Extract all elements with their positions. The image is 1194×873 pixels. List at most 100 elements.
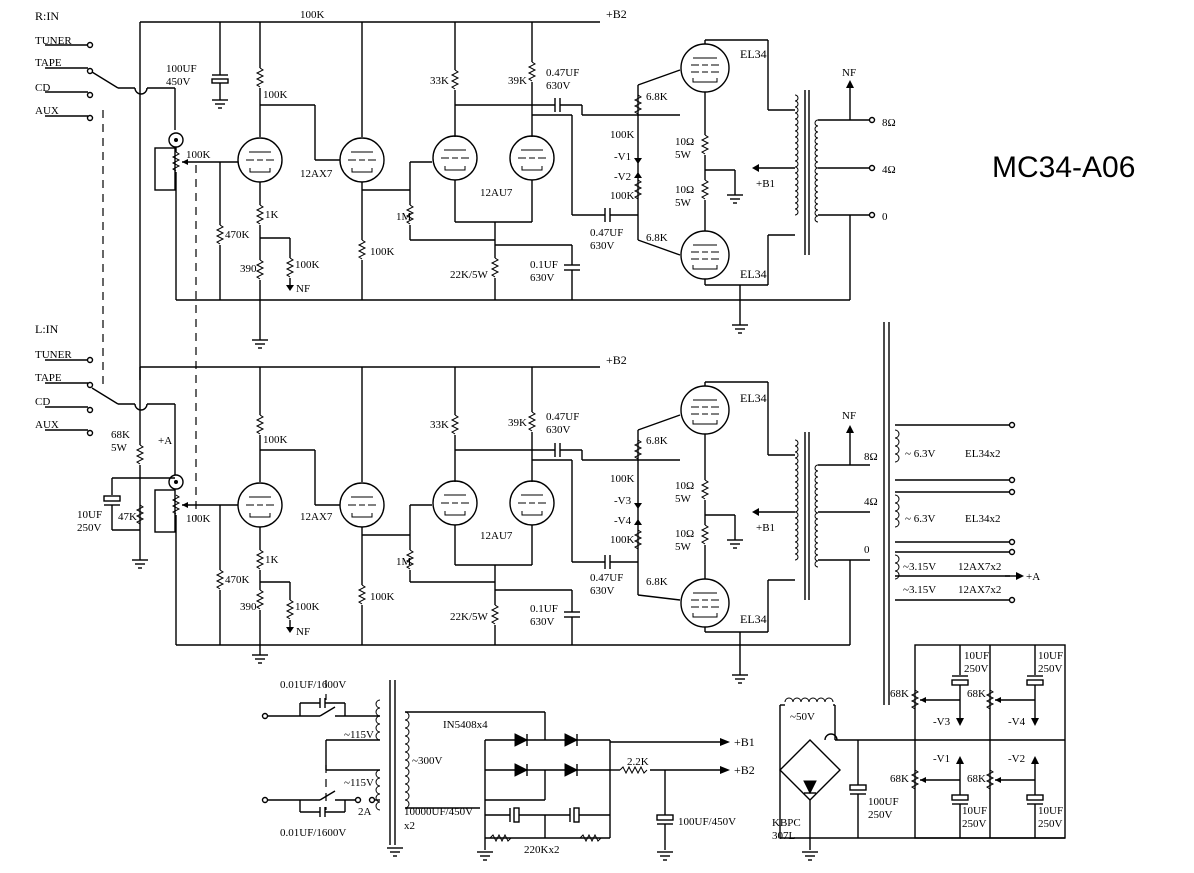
a-rail-label-input: +A <box>158 435 172 447</box>
tube-12ax7-bottom: 12AX7 <box>300 511 333 523</box>
heater-2-volt: ~ 6.3V <box>905 513 935 525</box>
bias-pot-1-label: 68K <box>890 688 909 700</box>
tap-8-top: 8Ω <box>882 117 896 129</box>
c-decouple-label: 10UF <box>77 509 102 521</box>
r-22k-label: 2.2K <box>627 756 649 768</box>
input-tape-label: TAPE <box>35 57 62 69</box>
c-tail-label: 0.1UF <box>530 259 558 271</box>
input-tuner-label-l: TUNER <box>35 349 72 361</box>
b2-rail-label-psu: +B2 <box>734 763 755 777</box>
r-kathode-a-label: 10Ω <box>675 136 694 148</box>
c-decouple-voltage: 250V <box>77 522 102 534</box>
r-plate1-label: 100K <box>263 89 288 101</box>
b2-rail-label-bottom: +B2 <box>606 353 627 367</box>
schematic-title: MC34-A06 <box>992 151 1135 184</box>
v2-label: -V2 <box>614 171 631 183</box>
bridge-rectifier-model: 307L <box>772 830 796 842</box>
secondary-hv-label: ~300V <box>412 755 442 767</box>
jack-icon <box>86 67 94 75</box>
bias-out-v4-label: -V4 <box>1008 716 1026 728</box>
r-tail-label: 22K/5W <box>450 269 489 281</box>
r-plate1-label-l: 100K <box>263 434 288 446</box>
nf-label-top: NF <box>296 283 310 295</box>
nf-label-bottom-out: NF <box>842 410 856 422</box>
r-kathode-a-watt-l: 5W <box>675 493 692 505</box>
r-bias2-label: 100K <box>610 190 635 202</box>
r-bias2-label-l: 100K <box>610 534 635 546</box>
r-bleeder-label: 220Kx2 <box>524 844 559 856</box>
r-kathode-a-watt: 5W <box>675 149 692 161</box>
r-grid2-label: 1M <box>396 211 412 223</box>
jack-icon <box>86 114 94 122</box>
r-grid-label-l: 470K <box>225 574 250 586</box>
tap-0-top: 0 <box>882 211 888 223</box>
r-kathode-b-label-l: 10Ω <box>675 528 694 540</box>
input-aux-label: AUX <box>35 105 59 117</box>
c-tail-voltage: 630V <box>530 272 555 284</box>
tube-12au7-top: 12AU7 <box>480 187 513 199</box>
bias-cap-4-voltage: 250V <box>1038 818 1063 830</box>
c-couple2-label: 0.47UF <box>590 227 623 239</box>
v3-label: -V3 <box>614 495 632 507</box>
r-input-selector <box>45 41 176 130</box>
bridge-rectifier-label: KBPC <box>772 817 801 829</box>
c-snubber-top-label: 0.01UF/1600V <box>280 679 346 691</box>
bias-pot-4-label: 68K <box>967 773 986 785</box>
v1-label: -V1 <box>614 151 631 163</box>
left-channel <box>45 322 1016 705</box>
r-nf-label-l: 100K <box>295 601 320 613</box>
r-47k-label: 47K <box>118 511 137 523</box>
r-grid-label: 470K <box>225 229 250 241</box>
tube-12ax7-top: 12AX7 <box>300 168 333 180</box>
tube-el34-bottom-2: EL34 <box>740 612 767 626</box>
b1-rail-label-psu: +B1 <box>734 735 755 749</box>
r-grid2-label-l: 1M <box>396 556 412 568</box>
bias-secondary-label: ~50V <box>790 711 815 723</box>
bias-power-supply <box>779 644 1066 861</box>
r-bias1-label: 100K <box>610 129 635 141</box>
c-couple1-voltage-l: 630V <box>546 424 571 436</box>
input-cd-label-l: CD <box>35 396 50 408</box>
heater-4-load: 12AX7x2 <box>958 584 1001 596</box>
c-bias-main-voltage: 250V <box>868 809 893 821</box>
volume-pot-label-l: 100K <box>186 513 211 525</box>
r-cathode1-label-l: 1K <box>265 554 279 566</box>
bias-out-v1-label: -V1 <box>933 753 950 765</box>
tube-el34-bottom-1: EL34 <box>740 391 767 405</box>
v4-label: -V4 <box>614 515 632 527</box>
input-aux-label-l: AUX <box>35 419 59 431</box>
input-cd-label: CD <box>35 82 50 94</box>
b1-rail-label-bottom: +B1 <box>756 522 775 534</box>
bias-pot-2-label: 68K <box>967 688 986 700</box>
c-tail-label-l: 0.1UF <box>530 603 558 615</box>
r-cathode2-label-l: 390 <box>240 601 257 613</box>
c-input-label: 100UF <box>166 63 197 75</box>
nf-label-bottom: NF <box>296 626 310 638</box>
c-snubber-bottom-label: 0.01UF/1600V <box>280 827 346 839</box>
bias-cap-3-voltage: 250V <box>962 818 987 830</box>
r-anode2-label: 39K <box>508 75 527 87</box>
input-tuner-label: TUNER <box>35 35 72 47</box>
r-anode2-label-l: 39K <box>508 417 527 429</box>
r-cathode3-label: 100K <box>370 246 395 258</box>
r-kathode-b-watt: 5W <box>675 197 692 209</box>
l-input-label: L:IN <box>35 322 59 336</box>
c-tail-voltage-l: 630V <box>530 616 555 628</box>
volume-pot-label: 100K <box>186 149 211 161</box>
heater-3-load: 12AX7x2 <box>958 561 1001 573</box>
primary-1-label: ~115V <box>344 729 374 741</box>
c-filter-label: 10000UF/450V <box>404 806 473 818</box>
r-cathode3-label-l: 100K <box>370 591 395 603</box>
bias-cap-3-label: 10UF <box>962 805 987 817</box>
heater-3-volt: ~3.15V <box>903 561 936 573</box>
r-anode1-label-l: 33K <box>430 419 449 431</box>
tube-12au7-bottom: 12AU7 <box>480 530 513 542</box>
bias-cap-1-voltage: 250V <box>964 663 989 675</box>
r-screen2-label: 6.8K <box>646 232 668 244</box>
bias-cap-2-label: 10UF <box>1038 650 1063 662</box>
bias-pot-3-label: 68K <box>890 773 909 785</box>
bias-out-v2-label: -V2 <box>1008 753 1025 765</box>
right-channel <box>45 21 876 380</box>
